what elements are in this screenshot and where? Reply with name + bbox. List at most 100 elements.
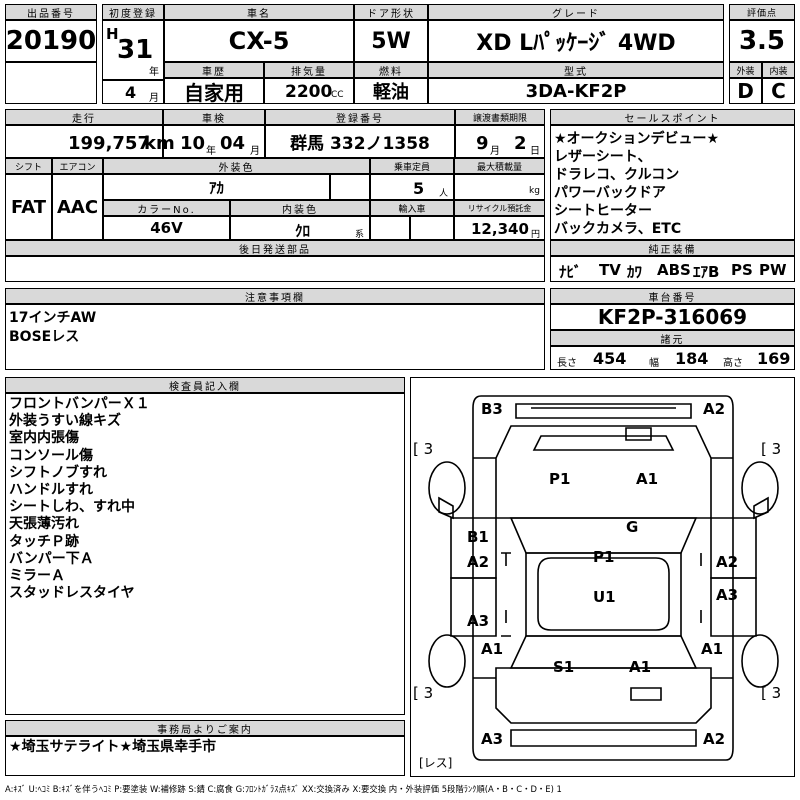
score: 3.5 — [729, 20, 795, 62]
length-label: 長さ — [557, 358, 577, 369]
plate: 群馬 332ノ1358 — [265, 125, 455, 158]
chassis-no: KF2P-316069 — [550, 304, 795, 330]
inspection-label: 車検 — [163, 109, 265, 125]
dmg-right-rear-door: A3 — [716, 586, 739, 604]
dmg-left-front-door: A2 — [467, 553, 490, 571]
damage-diagram: B3 A2 P1 A1 G B1 A2 P1 A2 U1 A3 A3 A1 S1… — [410, 377, 795, 777]
equip-ps: PS — [731, 261, 753, 279]
int-color-unit: 系 — [355, 230, 365, 240]
int-color-label: 内装色 — [230, 200, 370, 216]
dmg-hood-a: A1 — [636, 470, 659, 488]
mileage-label: 走行 — [5, 109, 163, 125]
shift: FAT — [5, 174, 52, 240]
displacement-label: 排気量 — [264, 62, 354, 78]
fuel: 軽油 — [354, 78, 428, 104]
later-parts-label: 後日発送部品 — [5, 240, 545, 256]
equip-nav: ﾅﾋﾞ — [559, 263, 582, 281]
equip-pw: PW — [759, 261, 787, 279]
dmg-front-right-corner: A2 — [703, 400, 726, 418]
inspection-box: 10 年 04 月 — [163, 125, 265, 158]
int-color: ｸﾛ — [295, 222, 311, 240]
tire-front-right: [ 3 — [761, 440, 782, 458]
transfer-month: 9 — [476, 133, 489, 154]
height-label: 高さ — [723, 358, 743, 369]
import-blank-1 — [370, 216, 410, 240]
int-grade: C — [762, 78, 795, 104]
notes-box — [5, 304, 545, 370]
dmg-rear-bumper-right: A2 — [703, 730, 726, 748]
recycle-label: リサイクル預託金 — [454, 200, 545, 216]
mileage-box: 199,757 km — [5, 125, 175, 158]
dmg-left-rear-door: A3 — [467, 612, 490, 630]
width-label: 幅 — [649, 358, 659, 369]
first-reg-month: 4 — [125, 83, 137, 102]
cc-unit: CC — [331, 90, 344, 100]
equip-abs: ABS — [657, 261, 691, 279]
insp-year: 10 — [180, 133, 206, 154]
inspector-notes: フロントバンパーＸ１ 外装うすい線キズ 室内内張傷 コンソール傷 シフトノブすれ… — [9, 396, 150, 602]
tire-front-left: [ 3 — [413, 440, 434, 458]
door-type: 5W — [354, 20, 428, 62]
int-grade-label: 内装 — [762, 62, 795, 78]
equipment-label: 純正装備 — [550, 240, 795, 256]
specs-label: 諸元 — [550, 330, 795, 346]
plate-label: 登録番号 — [265, 109, 455, 125]
fuel-label: 燃料 — [354, 62, 428, 78]
insp-month-unit: 月 — [250, 146, 260, 157]
int-color-box: ｸﾛ 系 — [230, 216, 370, 240]
era: H — [106, 25, 119, 43]
length: 454 — [593, 349, 627, 368]
grade-label: グレード — [428, 4, 724, 20]
sales-points: ★オークションデビュー★ レザーシート、 ドラレコ、クルコン パワーバックドア … — [554, 131, 720, 237]
dmg-front-bumper: B3 — [481, 400, 503, 418]
ext-grade-label: 外装 — [729, 62, 762, 78]
km-unit: km — [144, 133, 175, 154]
mileage: 199,757 — [68, 133, 150, 154]
dmg-trunk-a: A1 — [629, 658, 652, 676]
first-reg-label: 初度登録 — [102, 4, 164, 20]
displacement: 2200 — [285, 82, 333, 102]
displacement-box: 2200 CC — [264, 78, 354, 104]
notes-label: 注意事項欄 — [5, 288, 545, 304]
tire-rear-left: [ 3 — [413, 684, 434, 702]
insp-month: 04 — [220, 133, 246, 154]
ac: AAC — [52, 174, 103, 240]
insp-year-unit: 年 — [206, 146, 216, 157]
equipment-box: ﾅﾋﾞ TV ｶﾜ ABS ｴｱB PS PW — [550, 256, 795, 282]
door-label: ドア形状 — [354, 4, 428, 20]
color-no-label: カラーNo. — [103, 200, 230, 216]
spare-tire-note: [レス] — [419, 756, 453, 770]
max-load-unit: kg — [529, 186, 540, 196]
recycle: 12,340 — [471, 220, 529, 238]
ext-color-label: 外装色 — [103, 158, 370, 174]
dmg-left-fender: B1 — [467, 528, 489, 546]
equip-leather: ｶﾜ — [627, 263, 643, 281]
office-box — [5, 736, 405, 776]
year-unit: 年 — [149, 67, 159, 78]
lot-no-label: 出品番号 — [5, 4, 97, 20]
office-info: ★埼玉サテライト★埼玉県幸手市 — [9, 739, 217, 755]
transfer-day-unit: 日 — [530, 146, 540, 157]
history: 自家用 — [164, 78, 264, 104]
first-reg-month-box: 4 月 — [102, 80, 164, 104]
dmg-right-front-door: A2 — [716, 553, 739, 571]
dmg-trunk-s: S1 — [553, 658, 575, 676]
transfer-day: 2 — [514, 133, 527, 154]
dmg-windshield: G — [626, 518, 639, 536]
transfer-month-unit: 月 — [490, 146, 500, 157]
inspector-label: 検査員記入欄 — [5, 377, 405, 393]
chassis-label: 車台番号 — [550, 288, 795, 304]
dmg-hood-p: P1 — [549, 470, 571, 488]
transfer-box: 9 月 2 日 — [455, 125, 545, 158]
lot-no: 20190 — [5, 20, 97, 62]
first-reg-box: H 31 年 — [102, 20, 164, 80]
max-load-label: 最大積載量 — [454, 158, 545, 174]
notes: 17インチAW BOSEレス — [9, 310, 97, 345]
import-label: 輸入車 — [370, 200, 454, 216]
car-outline-diagram — [428, 395, 779, 761]
dmg-rear-bumper-left: A3 — [481, 730, 504, 748]
sales-points-label: セールスポイント — [550, 109, 795, 125]
dmg-right-quarter: A1 — [701, 640, 724, 658]
model: 3DA-KF2P — [428, 78, 724, 104]
later-parts — [5, 256, 545, 282]
